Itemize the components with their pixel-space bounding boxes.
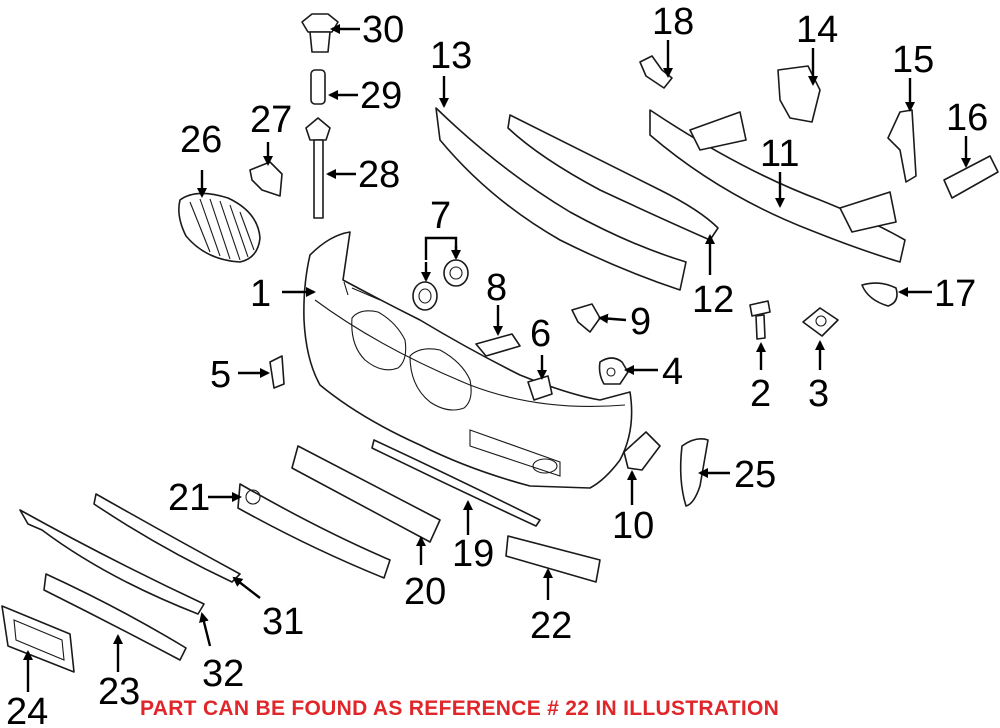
license-plate-bracket-part	[1, 605, 75, 673]
callout-32: 32	[202, 653, 244, 695]
callout-20: 20	[404, 571, 446, 613]
callout-25: 25	[734, 454, 776, 496]
callout-15: 15	[892, 39, 934, 81]
strip-20-part	[291, 445, 441, 543]
pad-16-part	[943, 155, 999, 199]
callout-13: 13	[430, 35, 472, 77]
callout-2: 2	[750, 373, 771, 415]
moulding-22-part	[505, 535, 601, 583]
callout-17: 17	[934, 273, 976, 315]
callout-12: 12	[692, 279, 734, 321]
push-clip-30-part	[301, 13, 339, 53]
clip-5-part	[269, 355, 285, 389]
callout-29: 29	[360, 75, 402, 117]
callout-6: 6	[530, 313, 551, 355]
grille-26-part	[178, 192, 261, 263]
bracket-4-part	[598, 357, 629, 385]
strip-21-part	[237, 483, 391, 579]
callout-26: 26	[180, 119, 222, 161]
side-trim-25-part	[679, 438, 709, 507]
callout-19: 19	[452, 533, 494, 575]
callout-31: 31	[262, 601, 304, 643]
bushings-7-part	[412, 259, 469, 311]
callout-9: 9	[630, 301, 651, 343]
callout-30: 30	[362, 9, 404, 51]
trim-strip-19-part	[371, 439, 541, 527]
callout-14: 14	[796, 9, 838, 51]
callout-23: 23	[98, 671, 140, 713]
reinforcement-bar-part	[649, 109, 906, 263]
clip-9-part	[571, 303, 601, 333]
bolt-part	[749, 300, 771, 340]
bracket-8-part	[475, 333, 521, 357]
strip-31-part	[93, 493, 241, 583]
bracket-10-part	[623, 431, 661, 471]
callout-3: 3	[808, 373, 829, 415]
pin-29-part	[310, 69, 326, 105]
absorber-13-part	[435, 107, 687, 291]
callout-16: 16	[946, 97, 988, 139]
callout-22: 22	[530, 605, 572, 647]
long-bolt-28-part	[305, 117, 331, 219]
reference-note: PART CAN BE FOUND AS REFERENCE # 22 IN I…	[140, 697, 780, 720]
bumper-cover-part	[303, 231, 633, 489]
clip-18-part	[639, 55, 673, 89]
callout-numbers: 1 2 3 4 5 6 7 8 9 10 11 12 13 14 15 16 1…	[6, 1, 988, 728]
callout-1: 1	[250, 273, 271, 315]
callout-11: 11	[760, 133, 799, 175]
cover-17-part	[861, 282, 898, 307]
clip-27-part	[249, 161, 283, 197]
leader-lines	[23, 24, 971, 692]
callout-27: 27	[250, 99, 292, 141]
callout-24: 24	[6, 691, 48, 728]
clip-nut-part	[802, 307, 839, 337]
callout-18: 18	[652, 1, 694, 43]
bracket-15-part	[887, 109, 917, 183]
callout-4: 4	[662, 351, 683, 393]
callout-28: 28	[358, 154, 400, 196]
callout-21: 21	[168, 477, 210, 519]
callout-10: 10	[612, 505, 654, 547]
callout-7: 7	[430, 195, 451, 237]
frame-32-part	[19, 509, 205, 615]
callout-5: 5	[210, 354, 231, 396]
trim-23-part	[43, 573, 187, 661]
callout-8: 8	[486, 267, 507, 309]
